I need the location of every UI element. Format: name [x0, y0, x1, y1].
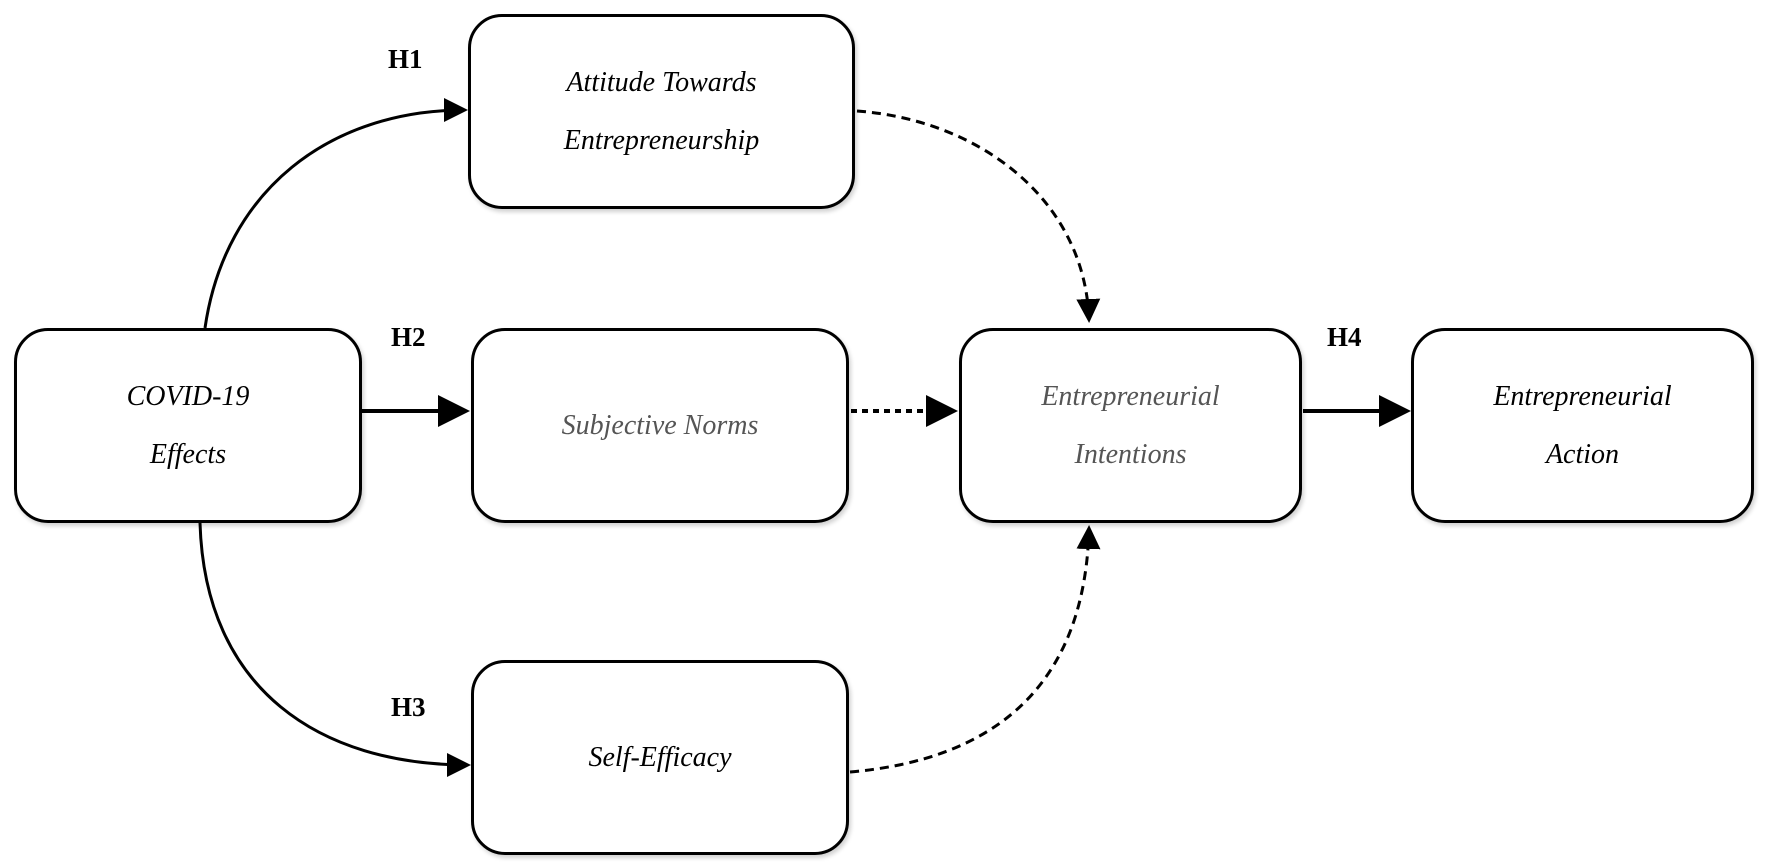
node-entrepreneurial-intentions: Entrepreneurial Intentions	[959, 328, 1302, 523]
edge-efficacy-to-intentions	[849, 525, 1101, 774]
node-action-line-1: Entrepreneurial	[1493, 380, 1672, 412]
hypothesis-label-h2: H2	[391, 322, 426, 352]
node-entrepreneurial-action: Entrepreneurial Action	[1411, 328, 1754, 523]
node-attitude-towards-entrepreneurship: Attitude Towards Entrepreneurship	[468, 14, 855, 209]
node-intentions-line-1: Entrepreneurial	[1041, 380, 1220, 412]
edge-covid-to-attitude	[203, 98, 468, 329]
node-self-efficacy: Self-Efficacy	[471, 660, 849, 855]
node-covid-effects-label: COVID-19 Effects	[127, 368, 250, 484]
edge-covid-to-efficacy	[198, 522, 471, 777]
edge-attitude-to-intentions	[856, 109, 1101, 323]
node-attitude-line-2: Entrepreneurship	[563, 124, 760, 156]
node-covid-effects: COVID-19 Effects	[14, 328, 362, 523]
node-attitude-line-1: Attitude Towards	[566, 66, 757, 98]
node-subjective-norms-line-1: Subjective Norms	[561, 409, 759, 441]
node-intentions-line-2: Intentions	[1074, 438, 1187, 470]
node-covid-effects-line-1: COVID-19	[126, 380, 250, 412]
hypothesis-label-h4: H4	[1327, 322, 1362, 352]
node-action-label: Entrepreneurial Action	[1493, 368, 1671, 484]
hypothesis-label-h1: H1	[388, 44, 423, 74]
hypothesis-label-h3: H3	[391, 692, 426, 722]
node-intentions-label: Entrepreneurial Intentions	[1041, 368, 1219, 484]
node-covid-effects-line-2: Effects	[149, 438, 227, 470]
node-self-efficacy-line-1: Self-Efficacy	[588, 741, 732, 773]
node-subjective-norms-label: Subjective Norms	[562, 397, 759, 455]
node-attitude-label: Attitude Towards Entrepreneurship	[564, 54, 759, 170]
node-subjective-norms: Subjective Norms	[471, 328, 849, 523]
node-action-line-2: Action	[1545, 438, 1620, 470]
node-self-efficacy-label: Self-Efficacy	[588, 729, 731, 787]
